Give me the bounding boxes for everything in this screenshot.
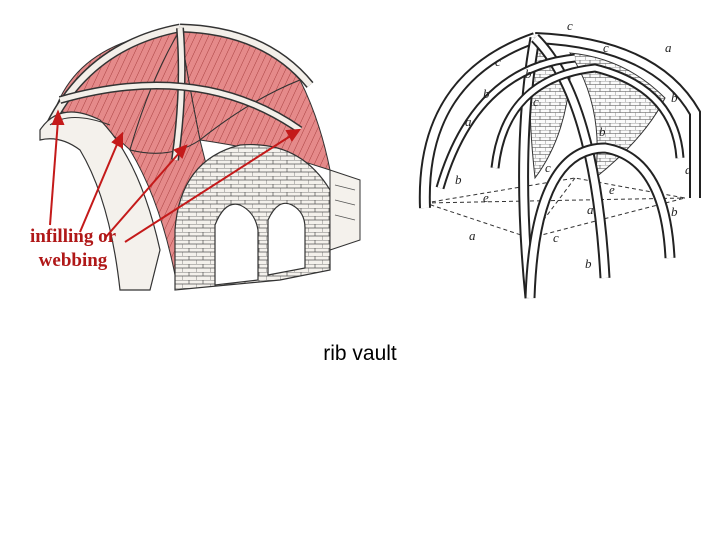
- label-c-1: c: [495, 54, 501, 69]
- label-crown-c: c: [567, 18, 573, 33]
- callout-line-1: infilling or: [8, 225, 138, 249]
- label-b-5: b: [455, 172, 462, 187]
- label-a-1: a: [665, 40, 672, 55]
- label-b-7: b: [585, 256, 592, 271]
- label-a-4: a: [587, 202, 594, 217]
- webbing-callout-label: infilling or webbing: [8, 225, 138, 273]
- label-e-2: e: [609, 182, 615, 197]
- label-b-4: b: [599, 124, 606, 139]
- rib-vault-line-drawing: c c c a b b c a b b b e c e a a b a c b: [395, 18, 715, 318]
- label-c-3: c: [533, 94, 539, 109]
- caption-rib-vault: rib vault: [260, 342, 460, 366]
- label-c-2: c: [603, 40, 609, 55]
- label-a-3: a: [685, 162, 692, 177]
- label-b-1: b: [483, 86, 490, 101]
- label-a-5: a: [469, 228, 476, 243]
- label-b-3: b: [671, 90, 678, 105]
- label-b-6: b: [671, 204, 678, 219]
- label-c-5: c: [553, 230, 559, 245]
- label-b-2: b: [525, 66, 532, 81]
- label-c-4: c: [545, 160, 551, 175]
- label-e-1: e: [483, 190, 489, 205]
- label-a-2: a: [465, 114, 472, 129]
- callout-line-2: webbing: [8, 249, 138, 273]
